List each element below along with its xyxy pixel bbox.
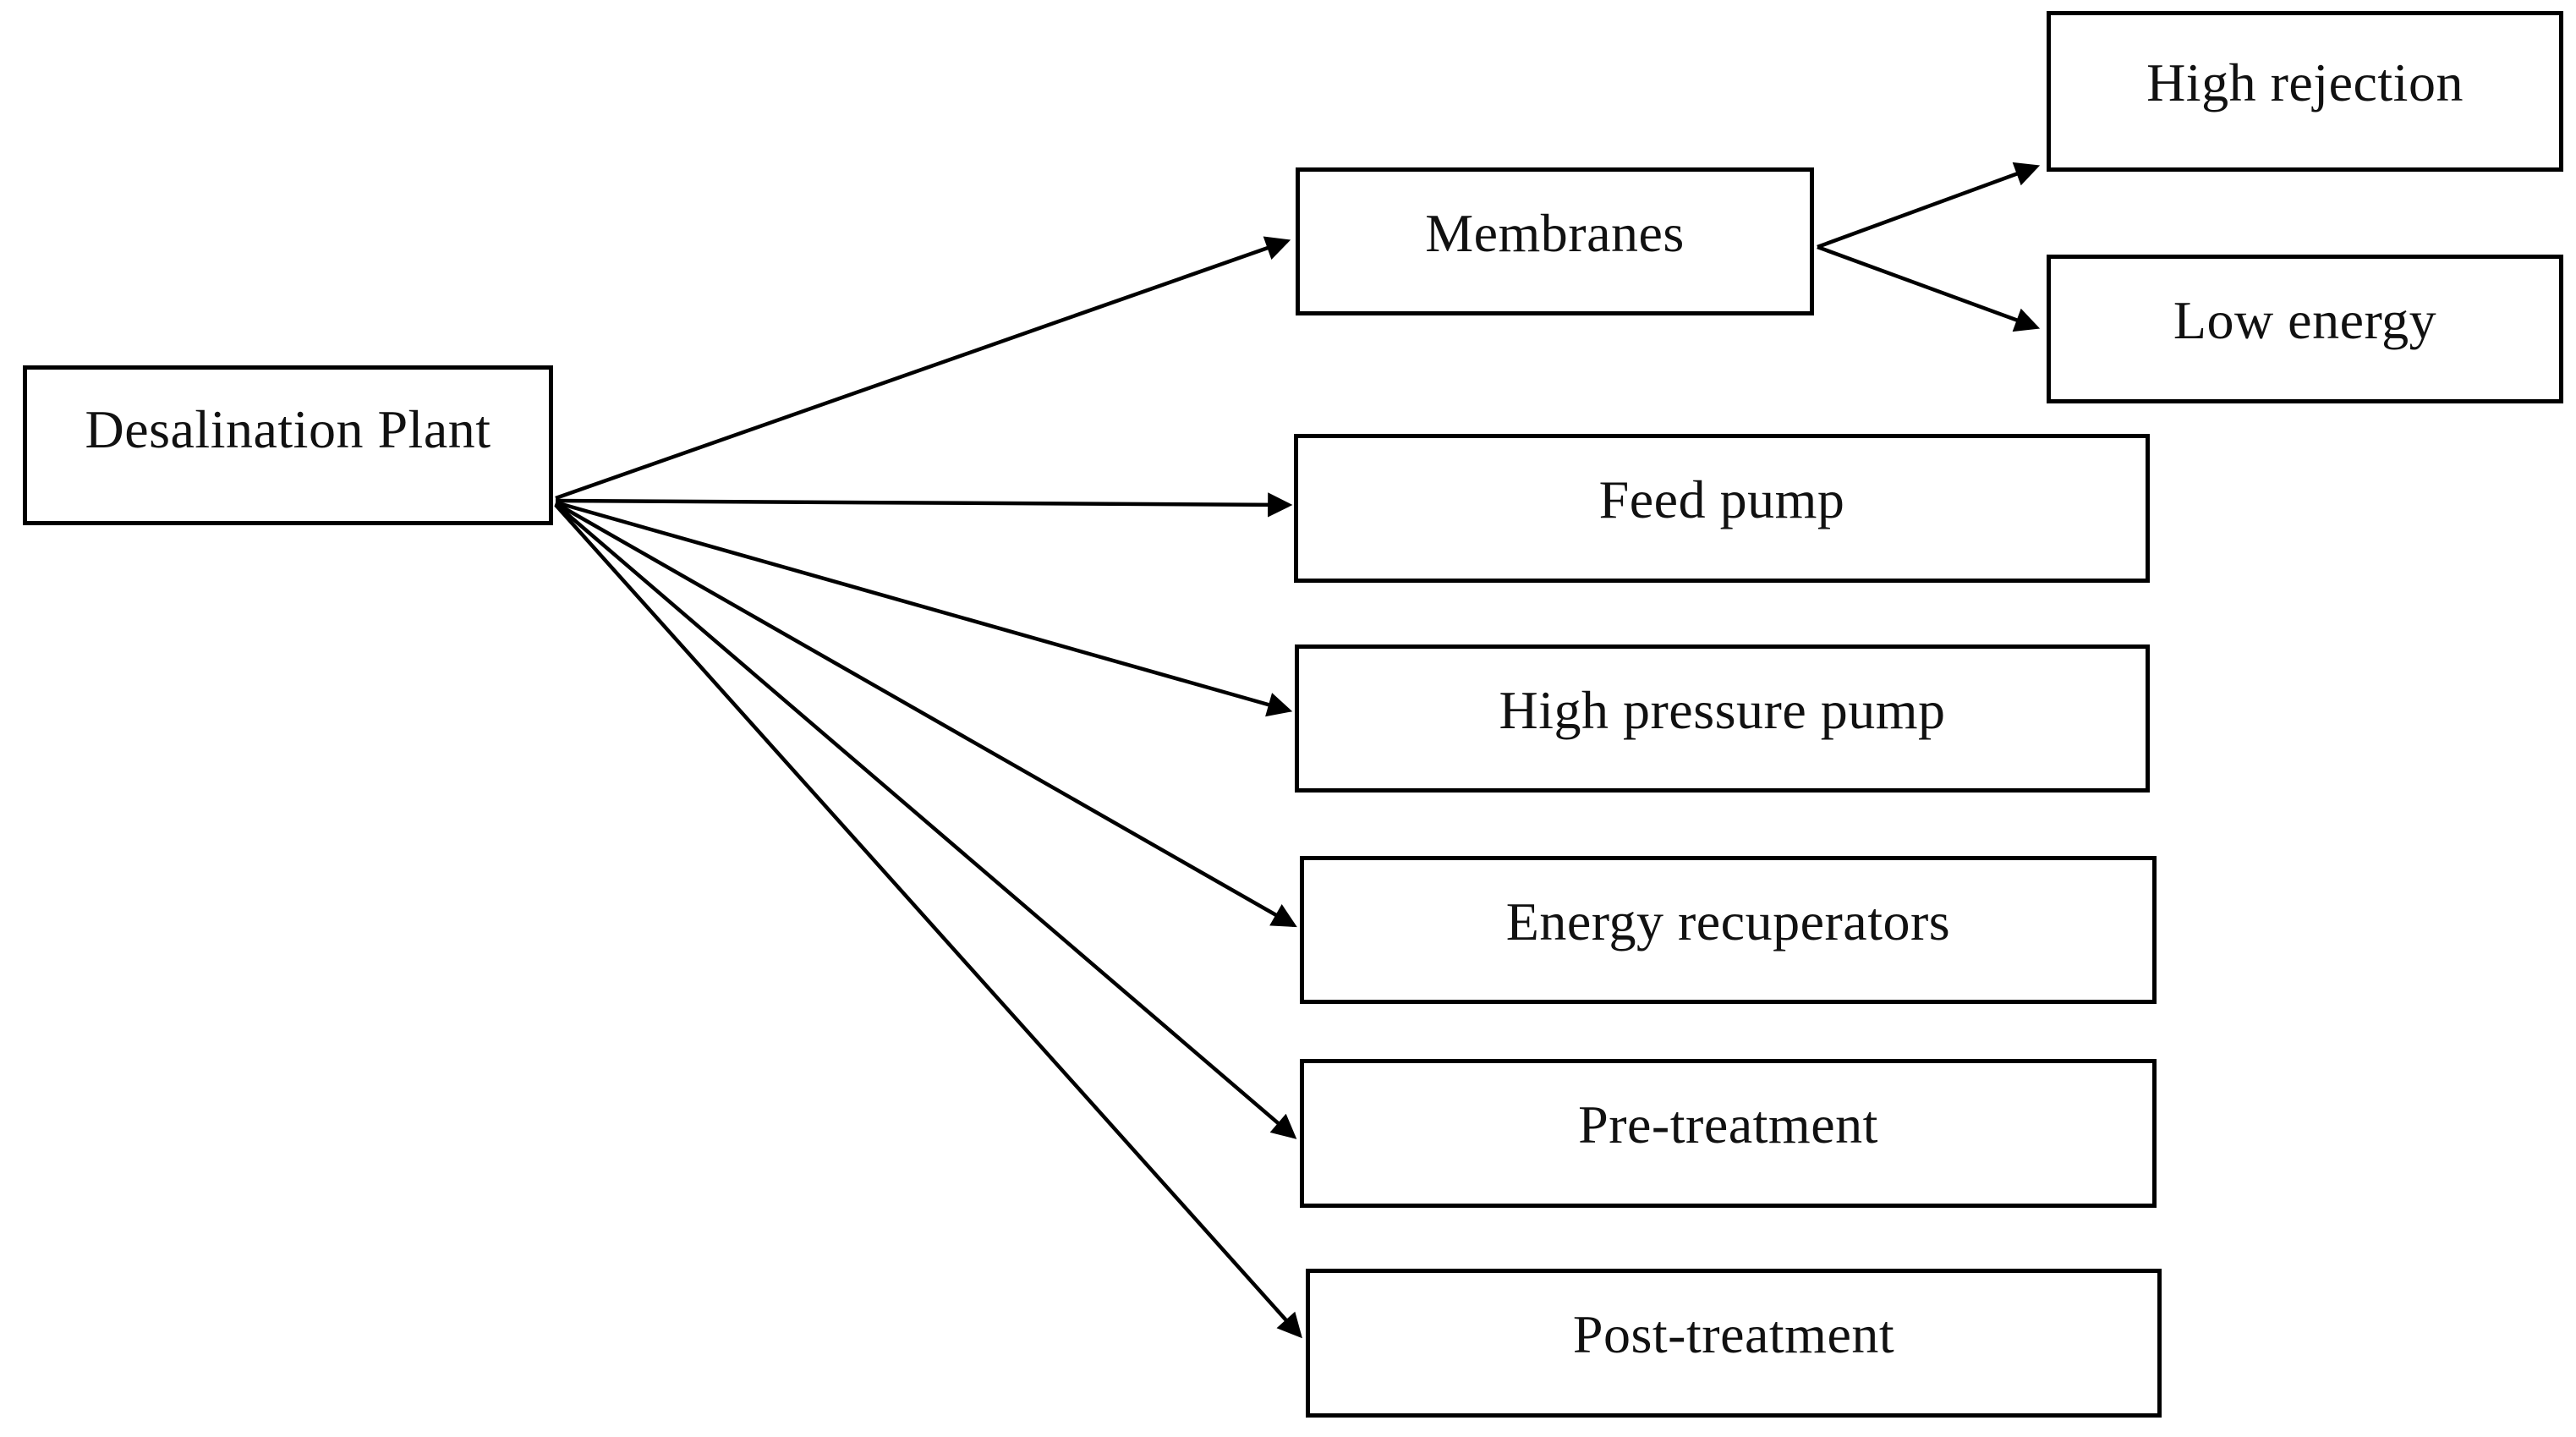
node-high-pressure-pump-label: High pressure pump	[1499, 679, 1946, 740]
arrow-membranes-to-low-energy	[1817, 244, 2041, 332]
arrow-desalination-to-energy-recuperators	[554, 502, 1297, 928]
arrow-desalination-to-pre-treatment	[554, 502, 1297, 1139]
node-low-energy-label: Low energy	[2173, 290, 2437, 350]
node-feed-pump: Feed pump	[1294, 434, 2150, 583]
node-membranes-label: Membranes	[1425, 202, 1685, 263]
node-energy-recuperators-label: Energy recuperators	[1505, 891, 1951, 952]
node-low-energy: Low energy	[2047, 255, 2563, 403]
arrow-desalination-to-post-treatment	[554, 503, 1302, 1339]
node-pre-treatment: Pre-treatment	[1300, 1059, 2157, 1208]
node-membranes: Membranes	[1296, 167, 1814, 315]
arrow-desalination-to-feed-pump	[555, 492, 1293, 518]
node-desalination-plant-label: Desalination Plant	[85, 398, 491, 459]
node-high-rejection-label: High rejection	[2146, 52, 2464, 112]
node-high-pressure-pump: High pressure pump	[1295, 644, 2150, 793]
node-post-treatment-label: Post-treatment	[1572, 1304, 1895, 1364]
node-energy-recuperators: Energy recuperators	[1300, 856, 2157, 1004]
arrow-membranes-to-high-rejection	[1817, 162, 2041, 250]
node-pre-treatment-label: Pre-treatment	[1578, 1094, 1878, 1155]
arrow-desalination-to-high-pressure-pump	[555, 500, 1293, 717]
node-desalination-plant: Desalination Plant	[23, 365, 553, 525]
node-post-treatment: Post-treatment	[1306, 1269, 2162, 1418]
arrow-desalination-to-membranes	[555, 236, 1291, 501]
node-feed-pump-label: Feed pump	[1598, 469, 1845, 529]
node-high-rejection: High rejection	[2047, 11, 2563, 172]
